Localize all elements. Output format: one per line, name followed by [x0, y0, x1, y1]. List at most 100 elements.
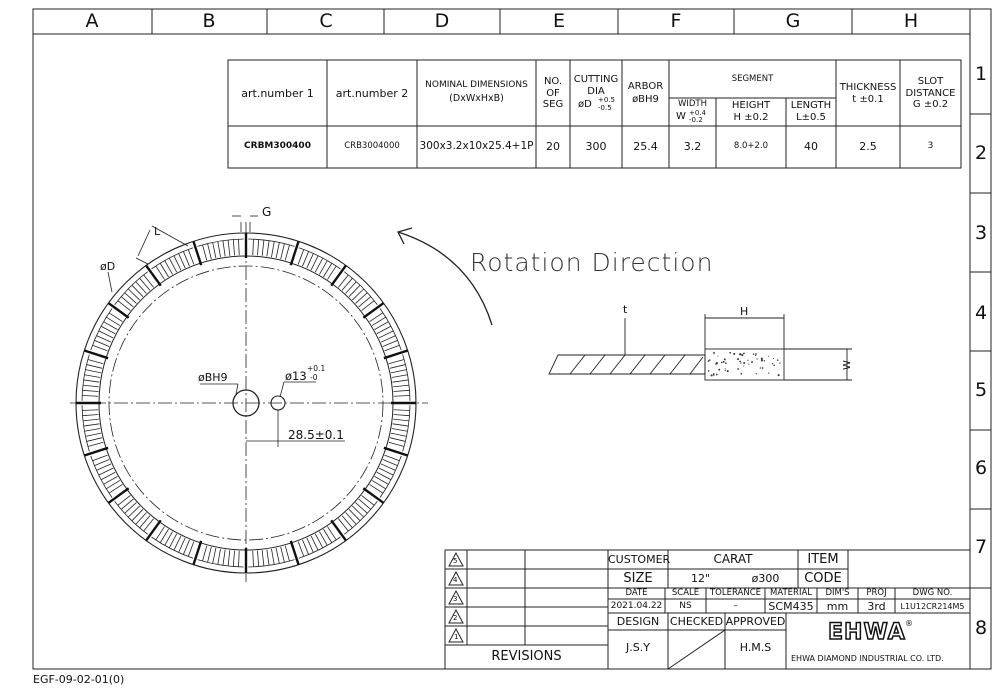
segment-band — [81, 405, 90, 452]
segment-rib — [117, 300, 131, 311]
diamond-grit-dot — [739, 353, 742, 356]
cell-cut: 300 — [585, 140, 607, 153]
segment-rib — [310, 255, 319, 271]
segment-rib — [361, 495, 375, 506]
zone-col-e: E — [552, 10, 565, 32]
diamond-grit-dot — [776, 359, 779, 361]
segment-rib — [323, 263, 333, 278]
zone-col-b: B — [202, 10, 216, 32]
segment-rib — [187, 249, 195, 265]
segment-rib — [257, 550, 260, 567]
segment-rib — [388, 441, 405, 447]
segment-band — [81, 354, 90, 401]
segment-rib — [164, 260, 173, 275]
diamond-grit-dot — [763, 360, 766, 362]
segment-slot — [289, 240, 300, 266]
cell-length: 40 — [804, 140, 818, 153]
segment-band — [248, 238, 295, 247]
segment-rib — [384, 344, 400, 352]
cell-height: 8.0+2.0 — [733, 141, 769, 151]
header-width-sym: W — [676, 111, 686, 122]
customer-label: CUSTOMER — [608, 553, 671, 566]
segment-rib — [261, 239, 265, 256]
segment-rib — [135, 281, 147, 294]
cell-slot: 3 — [927, 141, 934, 151]
segment-band — [248, 559, 295, 568]
segment-band — [197, 559, 244, 568]
segment-rib — [96, 335, 112, 343]
diamond-grit-dot — [713, 374, 715, 376]
label-length-l: L — [154, 225, 161, 238]
section-label-w: W — [841, 360, 853, 370]
segment-rib — [124, 502, 137, 514]
segment-rib — [143, 518, 154, 532]
segment-rib — [217, 241, 221, 258]
diamond-grit-dot — [741, 354, 744, 357]
segment-rib — [92, 454, 108, 462]
segment-rib — [266, 549, 270, 566]
size-label: SIZE — [623, 571, 653, 586]
diamond-grit-dot — [777, 374, 780, 377]
zone-col-f: F — [670, 10, 682, 32]
revision-mark-1: 1 — [454, 633, 459, 641]
segment-rib — [92, 344, 108, 352]
segment-rib — [310, 535, 319, 551]
segment-rib — [391, 374, 408, 378]
diamond-grit-dot — [723, 358, 726, 361]
diamond-grit-dot — [722, 360, 725, 363]
header-slot-1: SLOT — [917, 76, 944, 87]
item-label: ITEM — [807, 552, 839, 567]
size-diameter: ø300 — [751, 572, 780, 585]
segment-rib — [86, 364, 103, 369]
segment-rib — [238, 239, 240, 256]
header-thickness: THICKNESS — [839, 82, 897, 93]
header-arbor-2: øBH9 — [632, 94, 659, 105]
segment-rib — [117, 495, 131, 506]
segment-rib — [392, 423, 409, 427]
label-pin-hole-tol-up: +0.1 — [307, 364, 326, 373]
segment-rib — [227, 550, 231, 567]
tolerance-label: TOLERANCE — [709, 588, 762, 598]
label-bore: øBH9 — [198, 371, 228, 384]
design-value: J.S.Y — [626, 641, 650, 654]
segment-rib — [131, 284, 144, 297]
segment-slot — [330, 519, 347, 542]
segment-rib — [87, 441, 104, 447]
diamond-grit-dot — [755, 353, 757, 355]
diamond-grit-dot — [743, 361, 746, 364]
company-name: EHWA DIAMOND INDUSTRIAL CO. LTD. — [791, 654, 944, 663]
segment-rib — [127, 288, 140, 301]
segment-rib — [280, 546, 285, 563]
diamond-grit-dot — [715, 363, 717, 365]
header-seg-3: SEG — [542, 99, 564, 110]
zone-row-4: 4 — [974, 302, 988, 324]
zone-row-1: 1 — [974, 63, 988, 85]
segment-rib — [284, 244, 290, 261]
segment-rib — [297, 541, 305, 557]
diamond-grit-dot — [725, 362, 727, 364]
segment-rib — [82, 414, 99, 417]
segment-rib — [83, 379, 100, 383]
header-nominal-sub: (DxWxHxB) — [449, 93, 504, 104]
segment-band — [344, 271, 378, 305]
dwg-value: L1U12CR214M5 — [900, 602, 965, 611]
segment-rib — [173, 255, 182, 271]
segment-rib — [314, 533, 324, 549]
segment-rib — [187, 541, 195, 557]
segment-rib — [98, 467, 114, 476]
customer-value: CARAT — [713, 552, 753, 566]
segment-rib — [319, 531, 328, 546]
segment-rib — [271, 241, 275, 258]
dwg-label: DWG NO. — [912, 588, 953, 598]
segment-slot — [289, 540, 300, 566]
segment-rib — [275, 242, 280, 259]
diamond-grit-dot — [715, 373, 718, 376]
segment-rib — [202, 244, 208, 261]
segment-band — [114, 501, 148, 535]
dims-label: DIM'S — [825, 588, 850, 598]
segment-rib — [392, 379, 409, 383]
segment-rib — [139, 277, 151, 291]
segment-rib — [108, 312, 123, 322]
diamond-grit-dot — [747, 359, 749, 361]
